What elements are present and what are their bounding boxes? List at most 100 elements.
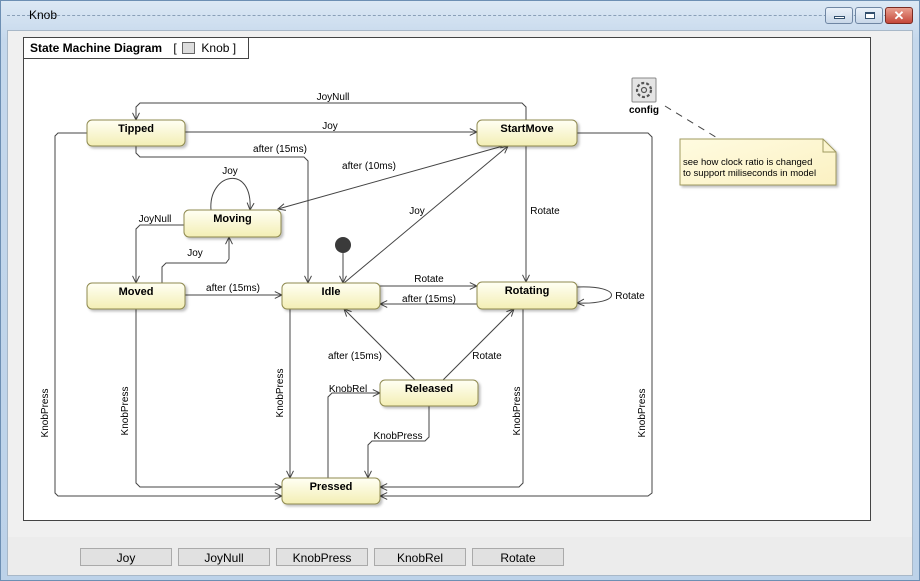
transition-label: Joy <box>322 121 338 132</box>
state-tipped[interactable]: Tipped <box>86 119 186 147</box>
state-box[interactable] <box>86 282 186 310</box>
transition-knobrel-pressed-released[interactable] <box>327 389 382 478</box>
state-box[interactable] <box>476 281 578 310</box>
frame-open-bracket: [ <box>173 41 177 55</box>
transition-after10-startmove-moving[interactable] <box>276 145 504 211</box>
frame-kind: State Machine Diagram <box>30 41 163 55</box>
state-moving[interactable]: Moving <box>183 209 282 238</box>
transition-knobpress-tipped-pressed[interactable] <box>54 132 284 500</box>
minimize-button[interactable] <box>825 7 853 24</box>
transition-label: JoyNull <box>317 92 350 103</box>
transition-line[interactable] <box>343 308 416 381</box>
state-box[interactable] <box>86 119 186 147</box>
transition-label: after (10ms) <box>342 161 396 172</box>
signal-button-bar: Joy JoyNull KnobPress KnobRel Rotate <box>8 537 912 575</box>
state-rotating[interactable]: Rotating <box>476 281 578 310</box>
transition-line[interactable] <box>135 309 282 488</box>
transition-label: KnobPress <box>40 389 51 438</box>
state-box[interactable] <box>183 209 282 238</box>
state-box[interactable] <box>476 119 578 147</box>
signal-button-rotate[interactable]: Rotate <box>472 548 564 566</box>
transition-label: after (15ms) <box>328 351 382 362</box>
initial-state[interactable] <box>335 237 351 285</box>
transition-line[interactable] <box>367 406 430 478</box>
state-box[interactable] <box>281 282 381 310</box>
state-label: Rotating <box>505 285 550 297</box>
state-startmove[interactable]: StartMove <box>476 119 578 147</box>
transition-line[interactable] <box>343 145 509 284</box>
transition-line[interactable] <box>327 392 380 478</box>
transition-line[interactable] <box>135 224 184 283</box>
state-released[interactable]: Released <box>379 379 479 407</box>
state-box[interactable] <box>281 477 381 505</box>
signal-button-joynull[interactable]: JoyNull <box>178 548 270 566</box>
transition-joy-moved-moving[interactable] <box>161 235 233 283</box>
state-idle[interactable]: Idle <box>281 282 381 310</box>
transition-label: Rotate <box>615 291 645 302</box>
transition-line[interactable] <box>277 145 504 210</box>
transition-line[interactable] <box>54 132 282 497</box>
transition-line[interactable] <box>161 237 230 283</box>
state-label: Tipped <box>118 123 154 135</box>
transition-joynull-moving-moved[interactable] <box>132 224 184 285</box>
transition-joynull-startmove-tipped[interactable] <box>132 102 527 122</box>
transition-label: KnobPress <box>120 387 131 436</box>
transition-label: after (15ms) <box>402 294 456 305</box>
state-label: Pressed <box>310 481 353 493</box>
state-label: Released <box>405 383 453 395</box>
transition-line[interactable] <box>135 146 309 283</box>
transition-after15-released-idle[interactable] <box>343 308 416 381</box>
transition-rotate-startmove-rotating[interactable] <box>522 146 530 284</box>
frame-name: Knob <box>201 41 230 55</box>
transition-label: Rotate <box>414 274 444 285</box>
signal-button-knobpress[interactable]: KnobPress <box>276 548 368 566</box>
state-pressed[interactable]: Pressed <box>281 477 381 505</box>
transition-label: JoyNull <box>139 214 172 225</box>
transition-rotate-released-rotating[interactable] <box>442 308 515 381</box>
transition-line[interactable] <box>380 309 524 488</box>
transition-label: KnobRel <box>329 384 367 395</box>
transition-label: Joy <box>187 248 203 259</box>
arrowhead-icon <box>575 298 585 307</box>
maximize-button[interactable] <box>855 7 883 24</box>
note-line-2: to support miliseconds in model <box>683 168 816 179</box>
state-machine-icon <box>182 42 196 54</box>
transition-knobpress-startmove-pressed[interactable] <box>378 132 653 500</box>
signal-button-joy[interactable]: Joy <box>80 548 172 566</box>
transition-line[interactable] <box>576 286 612 304</box>
transition-line[interactable] <box>380 132 653 497</box>
state-label: Moving <box>213 213 252 225</box>
gear-icon <box>631 77 657 103</box>
transition-label: KnobPress <box>637 389 648 438</box>
close-button[interactable]: ✕ <box>885 7 913 24</box>
transition-joy-moving-self[interactable] <box>210 178 255 212</box>
state-label: StartMove <box>500 123 553 135</box>
config-element[interactable]: config <box>629 77 659 116</box>
transition-rotate-rotating-self[interactable] <box>575 286 612 307</box>
state-box[interactable] <box>379 379 479 407</box>
transition-line[interactable] <box>442 308 515 381</box>
transition-line[interactable] <box>135 102 527 120</box>
gear-teeth <box>635 81 653 99</box>
note-body <box>679 138 837 186</box>
transition-label: KnobPress <box>374 431 423 442</box>
state-moved[interactable]: Moved <box>86 282 186 310</box>
diagram-canvas[interactable]: State Machine Diagram [ Knob ] <box>23 37 871 521</box>
transition-knobpress-moved-pressed[interactable] <box>135 309 284 491</box>
config-label: config <box>629 105 659 116</box>
window-title: Knob <box>29 8 58 22</box>
transition-label: Rotate <box>472 351 502 362</box>
transition-knobpress-idle-pressed[interactable] <box>286 309 294 480</box>
arrowhead-icon <box>276 203 286 211</box>
signal-button-knobrel[interactable]: KnobRel <box>374 548 466 566</box>
note-anchor-line <box>664 105 720 140</box>
transition-label: Joy <box>222 166 238 177</box>
transition-line[interactable] <box>210 178 251 211</box>
title-bar[interactable]: Knob ✕ <box>7 1 913 29</box>
transition-knobpress-released-pressed[interactable] <box>364 406 430 480</box>
